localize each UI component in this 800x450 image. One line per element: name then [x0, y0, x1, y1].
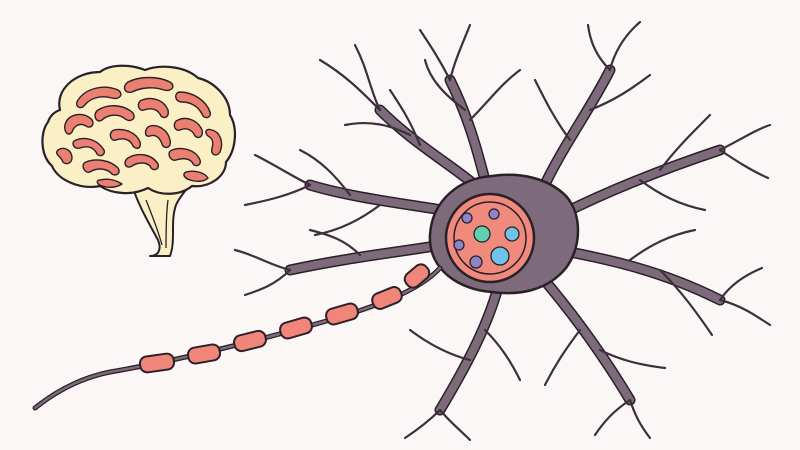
neuron-icon	[32, 20, 772, 442]
brain-stem	[131, 184, 191, 257]
brain-icon	[41, 64, 236, 257]
myelin-sheath-icon	[138, 263, 431, 374]
brain-folds	[55, 76, 223, 189]
dendrites	[233, 20, 772, 442]
cell-nucleus-icon	[444, 192, 536, 284]
